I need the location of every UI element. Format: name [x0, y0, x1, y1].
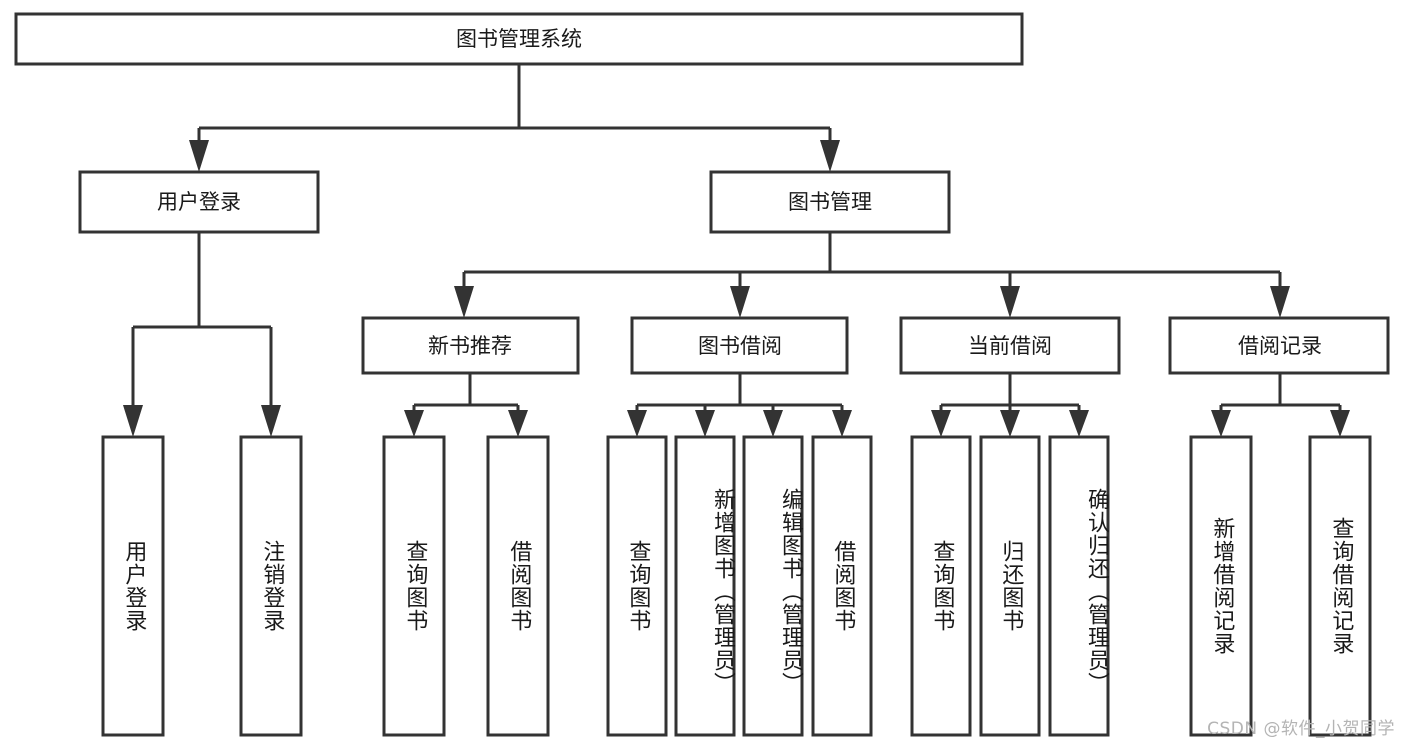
- arrow-head-book-borrow-leaf1: [627, 410, 647, 437]
- connector-group-book-mgmt-to-level3: [454, 232, 1290, 318]
- node-root-book-management-system[interactable]: 图书管理系统: [14, 12, 1024, 66]
- arrow-head-borrow-record-leaf1: [1211, 410, 1231, 437]
- node-box-leaf-current-borrow-2[interactable]: [979, 435, 1041, 737]
- arrow-head-current-borrow-leaf3: [1069, 410, 1089, 437]
- node-box-leaf-current-borrow-1[interactable]: [910, 435, 972, 737]
- node-box-leaf-book-borrow-3[interactable]: [742, 435, 804, 737]
- node-box-new-book-recommend: [361, 316, 580, 375]
- node-user-login[interactable]: 用户登录: [78, 170, 320, 234]
- node-label-book-borrow: 图书借阅: [698, 334, 782, 358]
- arrow-head-new-book-leaf2: [508, 410, 528, 437]
- node-label-current-borrow: 当前借阅: [968, 334, 1052, 358]
- arrow-head-book-borrow-leaf4: [832, 410, 852, 437]
- node-box-leaf-user-login-2[interactable]: [239, 435, 303, 737]
- node-borrow-record[interactable]: 借阅记录: [1168, 316, 1390, 375]
- node-box-leaf-book-borrow-4[interactable]: [811, 435, 873, 737]
- connector-group-borrow-record-to-leaves: [1211, 373, 1350, 437]
- connector-group-book-borrow-to-leaves: [627, 373, 852, 437]
- arrow-head-current-borrow-leaf2: [1000, 410, 1020, 437]
- arrow-head-user-login: [189, 140, 209, 172]
- node-box-leaf-book-borrow-1[interactable]: [606, 435, 668, 737]
- leaf-group-user-login: [101, 435, 303, 737]
- node-box-user-login: [78, 170, 320, 234]
- node-label-new-book-recommend: 新书推荐: [428, 334, 512, 358]
- node-box-leaf-new-book-2[interactable]: [486, 435, 550, 737]
- connector-group-root-to-level2: [189, 64, 840, 172]
- node-new-book-recommend[interactable]: 新书推荐: [361, 316, 580, 375]
- leaf-group-borrow-record: [1189, 435, 1372, 737]
- arrow-head-borrow-record-leaf2: [1330, 410, 1350, 437]
- csdn-watermark: CSDN @软件_小贺同学: [1207, 719, 1395, 739]
- leaf-group-new-book-recommend: [382, 435, 550, 737]
- node-box-book-borrow: [630, 316, 849, 375]
- node-box-borrow-record: [1168, 316, 1390, 375]
- node-label-borrow-record: 借阅记录: [1238, 334, 1322, 358]
- arrow-head-user-login-leaf1: [123, 405, 143, 437]
- arrow-head-current-borrow-leaf1: [931, 410, 951, 437]
- arrow-head-user-login-leaf2: [261, 405, 281, 437]
- node-label-user-login: 用户登录: [157, 190, 241, 214]
- node-box-leaf-borrow-record-2[interactable]: [1308, 435, 1372, 737]
- node-book-borrow[interactable]: 图书借阅: [630, 316, 849, 375]
- arrow-head-new-book-recommend: [454, 286, 474, 318]
- node-current-borrow[interactable]: 当前借阅: [899, 316, 1121, 375]
- node-box-leaf-book-borrow-2[interactable]: [674, 435, 736, 737]
- arrow-head-book-borrow-leaf3: [763, 410, 783, 437]
- leaf-group-book-borrow: [606, 435, 873, 737]
- node-box-current-borrow: [899, 316, 1121, 375]
- leaf-group-current-borrow: [910, 435, 1110, 737]
- node-box-book-management: [709, 170, 951, 234]
- node-label-root: 图书管理系统: [456, 27, 582, 51]
- node-book-management[interactable]: 图书管理: [709, 170, 951, 234]
- arrow-head-borrow-record: [1270, 286, 1290, 318]
- arrow-head-book-borrow-leaf2: [695, 410, 715, 437]
- connector-group-current-borrow-to-leaves: [931, 373, 1089, 437]
- arrow-head-current-borrow: [1000, 286, 1020, 318]
- connector-group-new-book-to-leaves: [404, 373, 528, 437]
- arrow-head-new-book-leaf1: [404, 410, 424, 437]
- arrow-head-book-borrow: [730, 286, 750, 318]
- arrow-head-book-mgmt: [820, 140, 840, 172]
- node-box-leaf-new-book-1[interactable]: [382, 435, 446, 737]
- node-box-root: [14, 12, 1024, 66]
- node-box-leaf-user-login-1[interactable]: [101, 435, 165, 737]
- node-box-leaf-current-borrow-3[interactable]: [1048, 435, 1110, 737]
- node-box-leaf-borrow-record-1[interactable]: [1189, 435, 1253, 737]
- node-label-book-management: 图书管理: [788, 190, 872, 214]
- connector-group-user-login-to-leaves: [123, 232, 281, 437]
